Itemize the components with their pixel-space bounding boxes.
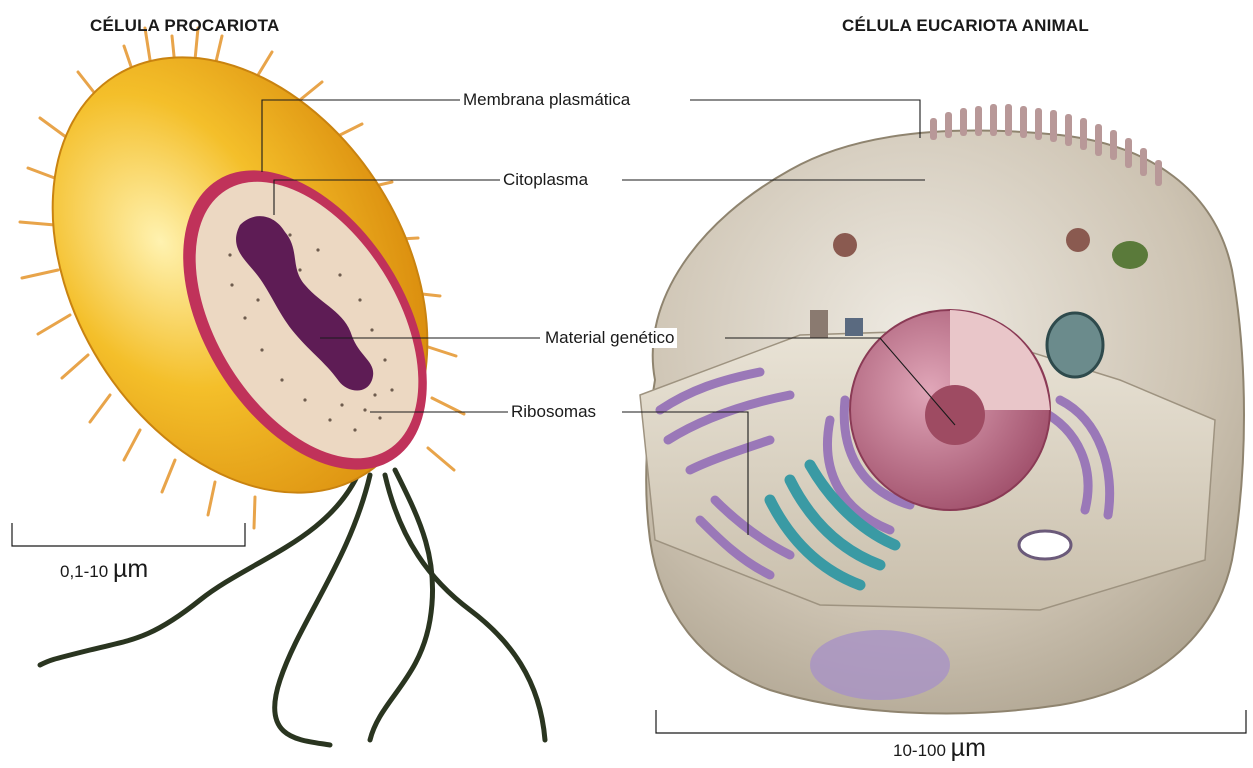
label-genetic-material: Material genético [542,328,677,348]
label-plasma-membrane: Membrana plasmática [460,90,633,110]
label-cytoplasm: Citoplasma [500,170,591,190]
flagella [40,470,545,745]
lysosome [1112,241,1148,269]
vesicle [833,233,857,257]
title-eukaryote: CÉLULA EUCARIOTA ANIMAL [842,16,1089,36]
scale-bar-prokaryote [12,523,245,546]
scale-label-eukaryote: 10-100 µm [893,734,986,763]
centriole [810,310,828,338]
basal-vesicle [810,630,950,700]
prokaryote-cell [0,0,545,745]
scale-unit-prokaryote: µm [113,555,148,583]
label-ribosomes: Ribosomas [508,402,599,422]
centriole [845,318,863,336]
scale-unit-eukaryote: µm [951,734,986,762]
title-prokaryote: CÉLULA PROCARIOTA [90,16,279,36]
mitochondrion [1019,531,1071,559]
vesicle [1066,228,1090,252]
eukaryote-cell [640,104,1244,713]
mitochondrion [1047,313,1103,377]
scale-range-eukaryote: 10-100 [893,741,946,760]
leader-membrana-right [690,100,920,138]
scale-label-prokaryote: 0,1-10 µm [60,555,148,584]
nucleolus [925,385,985,445]
scale-range-prokaryote: 0,1-10 [60,562,108,581]
